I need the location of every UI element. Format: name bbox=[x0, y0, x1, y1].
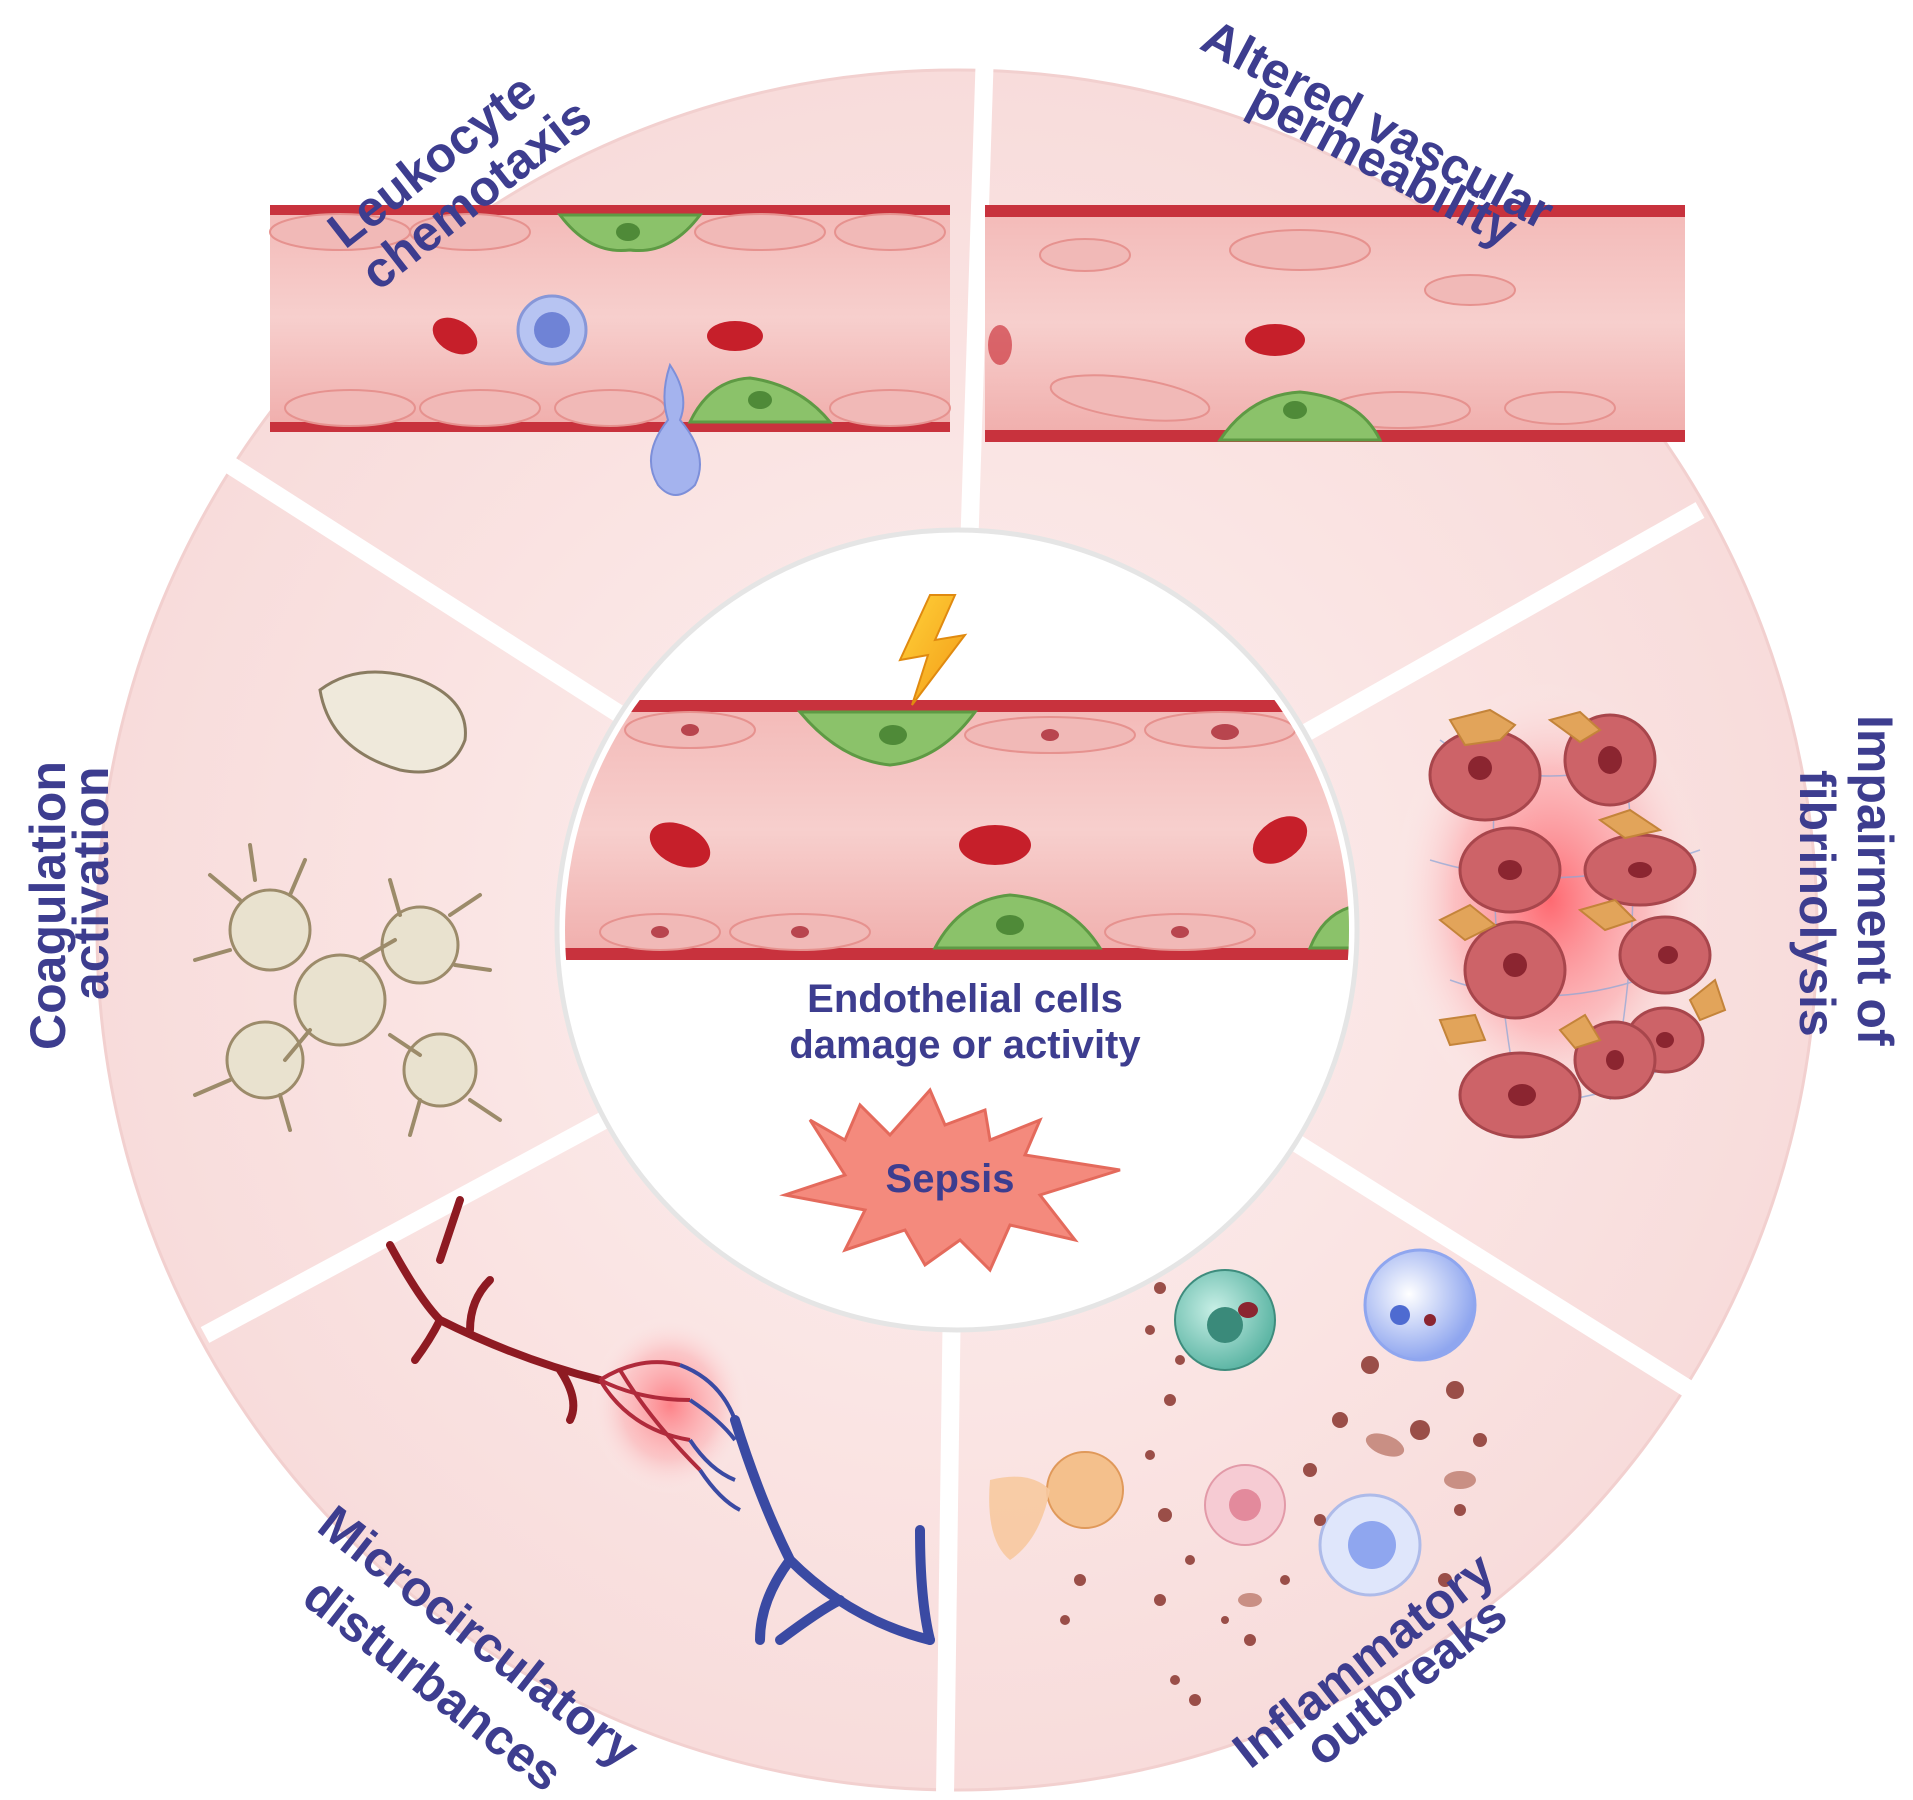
sepsis-badge-label: Sepsis bbox=[886, 1157, 1015, 1201]
center-title-line1: Endothelial cells bbox=[807, 977, 1123, 1021]
microcirculation-vessels-illustration bbox=[386, 1196, 935, 1645]
sepsis-burst-badge bbox=[779, 1087, 1121, 1273]
center-vessel-illustration bbox=[565, 700, 1349, 960]
fibrinolysis-clot-illustration bbox=[1390, 680, 1727, 1139]
leukocyte-vessel-illustration bbox=[269, 205, 951, 496]
center-title-line2: damage or activity bbox=[789, 1023, 1141, 1067]
coagulation-line1: Coagulation bbox=[20, 761, 76, 1050]
inflammatory-cells-illustration bbox=[989, 1248, 1487, 1706]
fibrinolysis-line2: fibrinolysis bbox=[1789, 770, 1845, 1037]
coagulation-platelets-illustration bbox=[193, 670, 502, 1137]
coagulation-activation-label: Coagulation activation bbox=[20, 761, 119, 1050]
lightning-icon bbox=[898, 594, 968, 706]
coagulation-line2: activation bbox=[63, 767, 119, 1000]
impairment-of-fibrinolysis-label: Impairment of fibrinolysis bbox=[1789, 715, 1903, 1046]
permeability-vessel-illustration bbox=[985, 205, 1685, 442]
fibrinolysis-line1: Impairment of bbox=[1847, 715, 1903, 1046]
center-circle: Endothelial cells damage or activity Sep… bbox=[554, 527, 1360, 1333]
